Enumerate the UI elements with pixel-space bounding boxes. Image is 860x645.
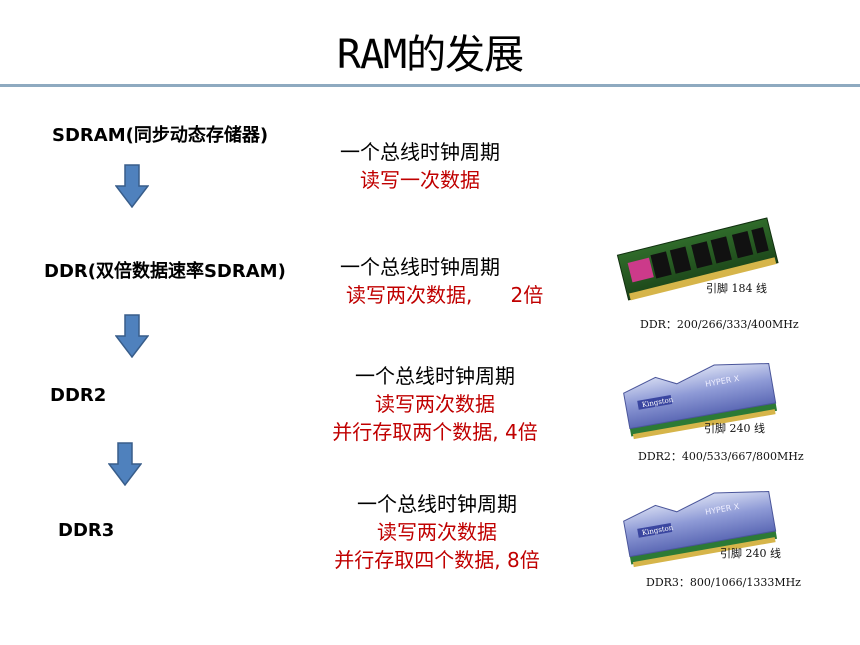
desc-line: 读写两次数据 (375, 392, 495, 416)
down-arrow-icon (115, 314, 149, 358)
label-sdram: SDRAM(同步动态存储器) (52, 125, 269, 146)
label-ddr2: DDR2 (50, 385, 107, 406)
label-ddr: DDR(双倍数据速率SDRAM) (44, 261, 286, 282)
pin-count-label: 引脚 240 线 (704, 422, 765, 435)
down-arrow-icon (108, 442, 142, 486)
desc-sdram: 一个总线时钟周期 读写一次数据 (330, 138, 510, 194)
pin-count-label: 引脚 240 线 (720, 547, 781, 560)
desc-line: 一个总线时钟周期 (340, 140, 500, 164)
desc-line: 一个总线时钟周期 (355, 364, 515, 388)
desc-line: 一个总线时钟周期 (357, 492, 517, 516)
ddr-module-image (616, 217, 779, 301)
desc-line: 读写一次数据 (360, 168, 480, 192)
desc-ddr: 一个总线时钟周期 读写两次数据, 2倍 (336, 253, 586, 309)
down-arrow-icon (115, 164, 149, 208)
speed-label: DDR3：800/1066/1333MHz (646, 576, 801, 589)
desc-line: 一个总线时钟周期 (340, 255, 500, 279)
pin-count-label: 引脚 184 线 (706, 282, 767, 295)
desc-ddr3: 一个总线时钟周期 读写两次数据 并行存取四个数据, 8倍 (302, 490, 572, 574)
desc-line: 并行存取两个数据, 4倍 (332, 420, 538, 444)
speed-label: DDR：200/266/333/400MHz (640, 318, 799, 331)
desc-line: 并行存取四个数据, 8倍 (334, 548, 540, 572)
desc-line: 读写两次数据 (377, 520, 497, 544)
ddr2-module-image: Kingston HYPER X (623, 363, 778, 440)
speed-label: DDR2：400/533/667/800MHz (638, 450, 804, 463)
ddr3-module-image: Kingston HYPER X (623, 491, 778, 568)
label-ddr3: DDR3 (58, 520, 115, 541)
slide-title: RAM的发展 (336, 32, 524, 78)
desc-line: 读写两次数据, 2倍 (346, 283, 544, 307)
title-divider (0, 84, 860, 87)
desc-ddr2: 一个总线时钟周期 读写两次数据 并行存取两个数据, 4倍 (300, 362, 570, 446)
